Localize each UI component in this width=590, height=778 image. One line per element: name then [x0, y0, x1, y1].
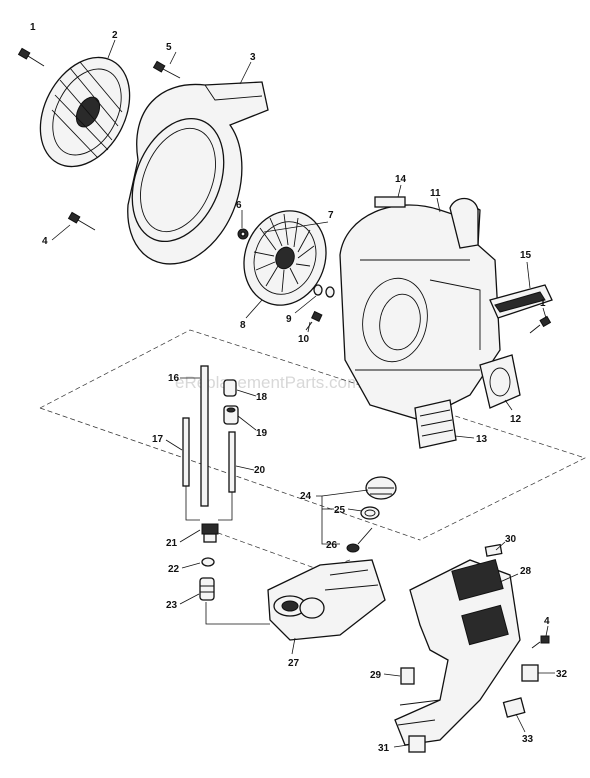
fan-cover-grille: [39, 56, 131, 168]
callout-22: 22: [168, 564, 180, 575]
grommet-21: [201, 523, 219, 543]
callout-25: 25: [334, 505, 346, 516]
callout-31: 31: [378, 743, 390, 754]
blower-body: [339, 196, 501, 421]
callout-6: 6: [236, 200, 242, 211]
callout-labels: 1 2 3 4 5 6 7 8 9 10 11 12 13 14 15 1 16…: [30, 22, 568, 754]
callout-30: 30: [505, 534, 517, 545]
screw-1-right: [529, 315, 552, 334]
callout-15: 15: [520, 250, 532, 261]
callout-10: 10: [298, 334, 310, 345]
impeller-fan: [243, 210, 327, 306]
callout-24: 24: [300, 491, 312, 502]
tube-20: [228, 431, 236, 493]
engine-shroud-28: [394, 558, 521, 746]
decal-29: [400, 667, 415, 685]
callout-16: 16: [168, 373, 180, 384]
fitting-19: [223, 405, 239, 425]
decal-32: [521, 664, 539, 682]
fan-housing: [127, 81, 269, 265]
callout-23: 23: [166, 600, 178, 611]
screw-4-left: [67, 211, 96, 231]
retainer-26: [346, 527, 373, 553]
callout-3: 3: [250, 52, 256, 63]
callout-27: 27: [288, 658, 300, 669]
callout-5: 5: [166, 42, 172, 53]
callout-14: 14: [395, 174, 407, 185]
decal-30: [484, 543, 503, 557]
callout-20: 20: [254, 465, 266, 476]
callout-28: 28: [520, 566, 532, 577]
tube-16: [200, 365, 209, 507]
callout-8: 8: [240, 320, 246, 331]
nut-6: [237, 228, 249, 240]
callout-29: 29: [370, 670, 382, 681]
gasket-25: [360, 506, 380, 520]
pickup-23: [199, 577, 215, 601]
decal-14-shape: [374, 196, 406, 208]
callout-4: 4: [42, 236, 48, 247]
fitting-18: [223, 379, 237, 397]
callout-1-right: 1: [540, 298, 546, 309]
callout-2: 2: [112, 30, 118, 41]
callout-12: 12: [510, 414, 522, 425]
watermark: eReplacementParts.com: [175, 373, 361, 392]
decal-33: [502, 697, 526, 718]
decal-31: [408, 735, 426, 753]
cover-plate-13: [414, 399, 457, 449]
callout-21: 21: [166, 538, 178, 549]
callout-4-right: 4: [544, 616, 550, 627]
screw-5: [152, 60, 181, 79]
screw-1-top-left: [17, 47, 45, 67]
callout-7: 7: [328, 210, 334, 221]
leader-lines: [51, 39, 555, 748]
callout-11: 11: [430, 188, 441, 199]
washer-9: [313, 284, 335, 298]
callout-13: 13: [476, 434, 488, 445]
callout-26: 26: [326, 540, 338, 551]
clip-15: [489, 284, 553, 319]
filter-12: [479, 354, 521, 409]
callout-9: 9: [286, 314, 292, 325]
oring-22: [201, 557, 215, 567]
tube-17: [182, 417, 190, 487]
fuel-tank-27: [267, 559, 386, 641]
callout-33: 33: [522, 734, 534, 745]
fuel-cap-24: [365, 476, 397, 500]
callout-1: 1: [30, 22, 36, 33]
screw-4-right: [531, 635, 550, 649]
screw-10: [305, 310, 323, 331]
callout-32: 32: [556, 669, 568, 680]
callout-17: 17: [152, 434, 164, 445]
callout-19: 19: [256, 428, 268, 439]
callout-18: 18: [256, 392, 268, 403]
